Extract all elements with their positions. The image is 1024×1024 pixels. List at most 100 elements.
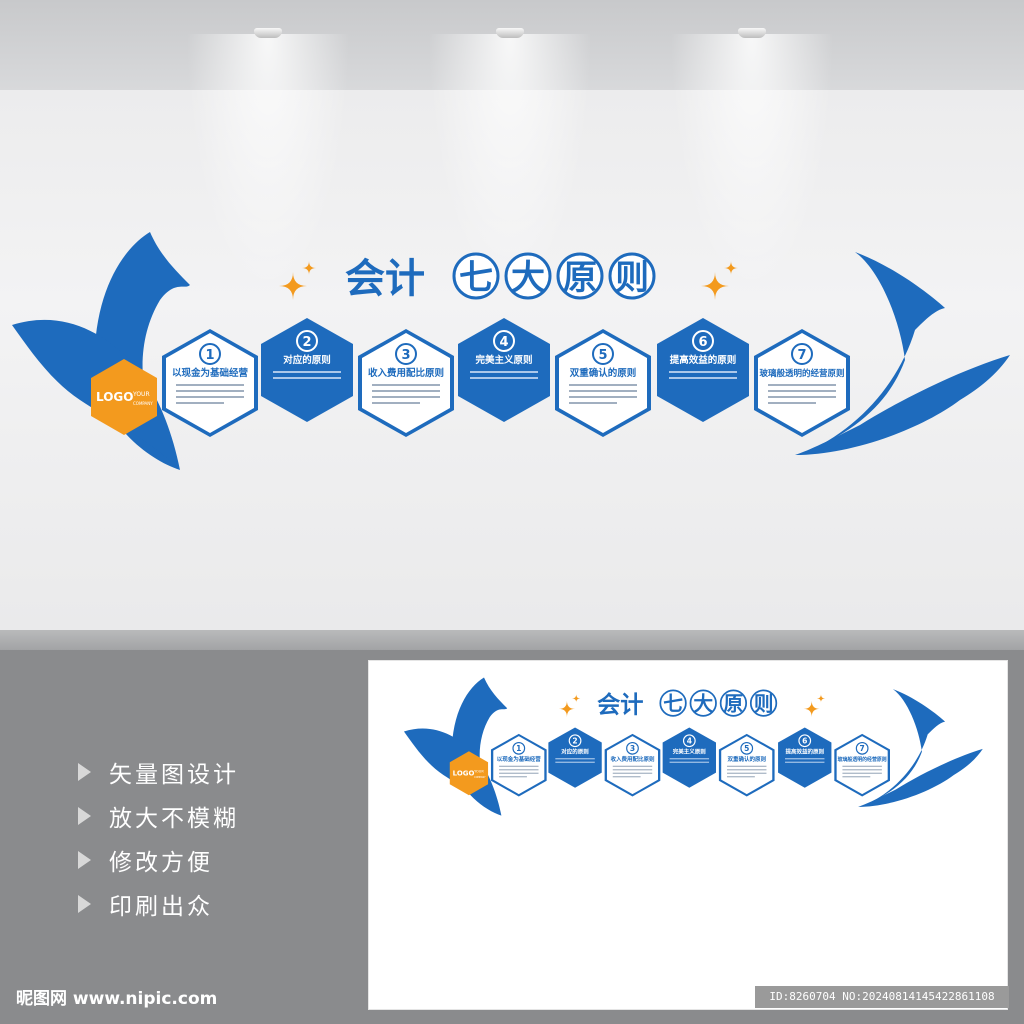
logo-sub-text: COMPANY [133, 401, 153, 406]
title-char: 大 [693, 693, 713, 716]
logo-sub-text: COMPANY [474, 776, 486, 779]
card-number-circle [740, 741, 754, 755]
logo-hexagon [91, 359, 157, 435]
title-char: 原 [563, 258, 597, 298]
card-body-text-line [727, 776, 755, 778]
logo-text: LOGO [453, 770, 475, 778]
principle-card-4: 4 完美主义原则 [458, 318, 550, 422]
card-body-text-line [569, 402, 617, 404]
card-title: 提高效益的原则 [785, 748, 824, 756]
triangle-bullet-icon [78, 763, 91, 781]
card-body [559, 333, 647, 433]
card-number-circle [626, 741, 639, 755]
card-title: 玻璃般透明的经营原则 [759, 368, 844, 379]
card-number: 1 [516, 744, 521, 753]
card-number: 2 [572, 737, 577, 746]
card-title: 双重确认的原则 [727, 755, 766, 763]
spotlight-icon [186, 28, 350, 294]
feature-label: 印刷出众 [109, 894, 213, 920]
card-body-text-line [569, 384, 637, 386]
sparkle-icon [572, 694, 581, 703]
card-number-circle [199, 343, 221, 365]
card-number-circle [568, 734, 582, 748]
feature-item: 印刷出众 [78, 882, 239, 926]
card-body-text-line [612, 769, 653, 771]
title-char-circle [749, 689, 778, 717]
floor-line [0, 630, 1024, 650]
card-number: 4 [687, 737, 692, 746]
card-number-circle [791, 343, 813, 365]
card-body-text-line [768, 402, 816, 404]
card-body [836, 736, 888, 795]
principle-card-6: 6 提高效益的原则 [778, 727, 832, 788]
sparkle-icon [803, 700, 820, 717]
card-body-text-line [470, 371, 538, 373]
card-title: 以现金为基础经营 [172, 367, 249, 379]
card-body-text-line [785, 758, 825, 760]
card-title: 完美主义原则 [475, 354, 532, 366]
card-number: 2 [302, 335, 311, 350]
card-body [493, 736, 545, 795]
title-char-circle [504, 252, 552, 300]
spotlight-icon [670, 28, 834, 294]
title-char: 原 [724, 693, 744, 716]
sparkle-icon [701, 272, 729, 300]
card-title: 对应的原则 [283, 354, 331, 366]
card-title: 收入费用配比原则 [610, 755, 655, 763]
card-title: 双重确认的原则 [569, 367, 637, 379]
logo-sub-text: YOUR [132, 391, 150, 398]
title-char-circle [452, 252, 500, 300]
site-watermark: 昵图网 www.nipic.com [16, 989, 218, 1009]
card-body-text-line [176, 396, 244, 398]
title-char-circle [659, 689, 687, 717]
title-char-circle [719, 689, 748, 717]
right-wing-shape [800, 252, 945, 455]
card-body-text-line [372, 384, 440, 386]
title-text: 会计 [597, 691, 643, 718]
card-body-text-line [499, 776, 527, 778]
card-number: 6 [802, 737, 807, 746]
card-body-text-line [669, 758, 710, 760]
card-title: 以现金为基础经营 [497, 755, 542, 763]
card-body [166, 333, 254, 433]
title-char-circle [689, 689, 717, 717]
logo-sub-text: YOUR [474, 770, 484, 774]
feature-item: 矢量图设计 [78, 750, 239, 794]
card-body-text-line [842, 776, 871, 778]
feature-label: 放大不模糊 [109, 806, 239, 832]
card-number-circle [395, 343, 417, 365]
triangle-bullet-icon [78, 807, 91, 825]
card-number-circle [798, 734, 812, 748]
card-body [662, 727, 716, 788]
card-body-text-line [470, 377, 538, 379]
card-body [758, 333, 846, 433]
card-body-text-line [612, 772, 653, 774]
image-id-tag: ID:8260704 NO:20240814145422861108 [755, 986, 1009, 1008]
card-number: 3 [630, 744, 635, 753]
card-number: 1 [205, 348, 214, 363]
card-body-text-line [372, 390, 440, 392]
card-body-text-line [273, 371, 341, 373]
card-number: 5 [744, 744, 749, 753]
card-body-text-line [372, 396, 440, 398]
card-body-text-line [842, 769, 882, 771]
logo-hexagon [449, 751, 489, 796]
card-body [778, 727, 832, 788]
card-body-text-line [785, 761, 825, 763]
card-title: 玻璃般透明的经营原则 [838, 756, 887, 763]
card-number-circle [682, 734, 696, 748]
triangle-bullet-icon [78, 851, 91, 869]
card-body-text-line [555, 761, 595, 763]
right-wing-shape [861, 689, 946, 807]
card-number: 4 [499, 335, 508, 350]
